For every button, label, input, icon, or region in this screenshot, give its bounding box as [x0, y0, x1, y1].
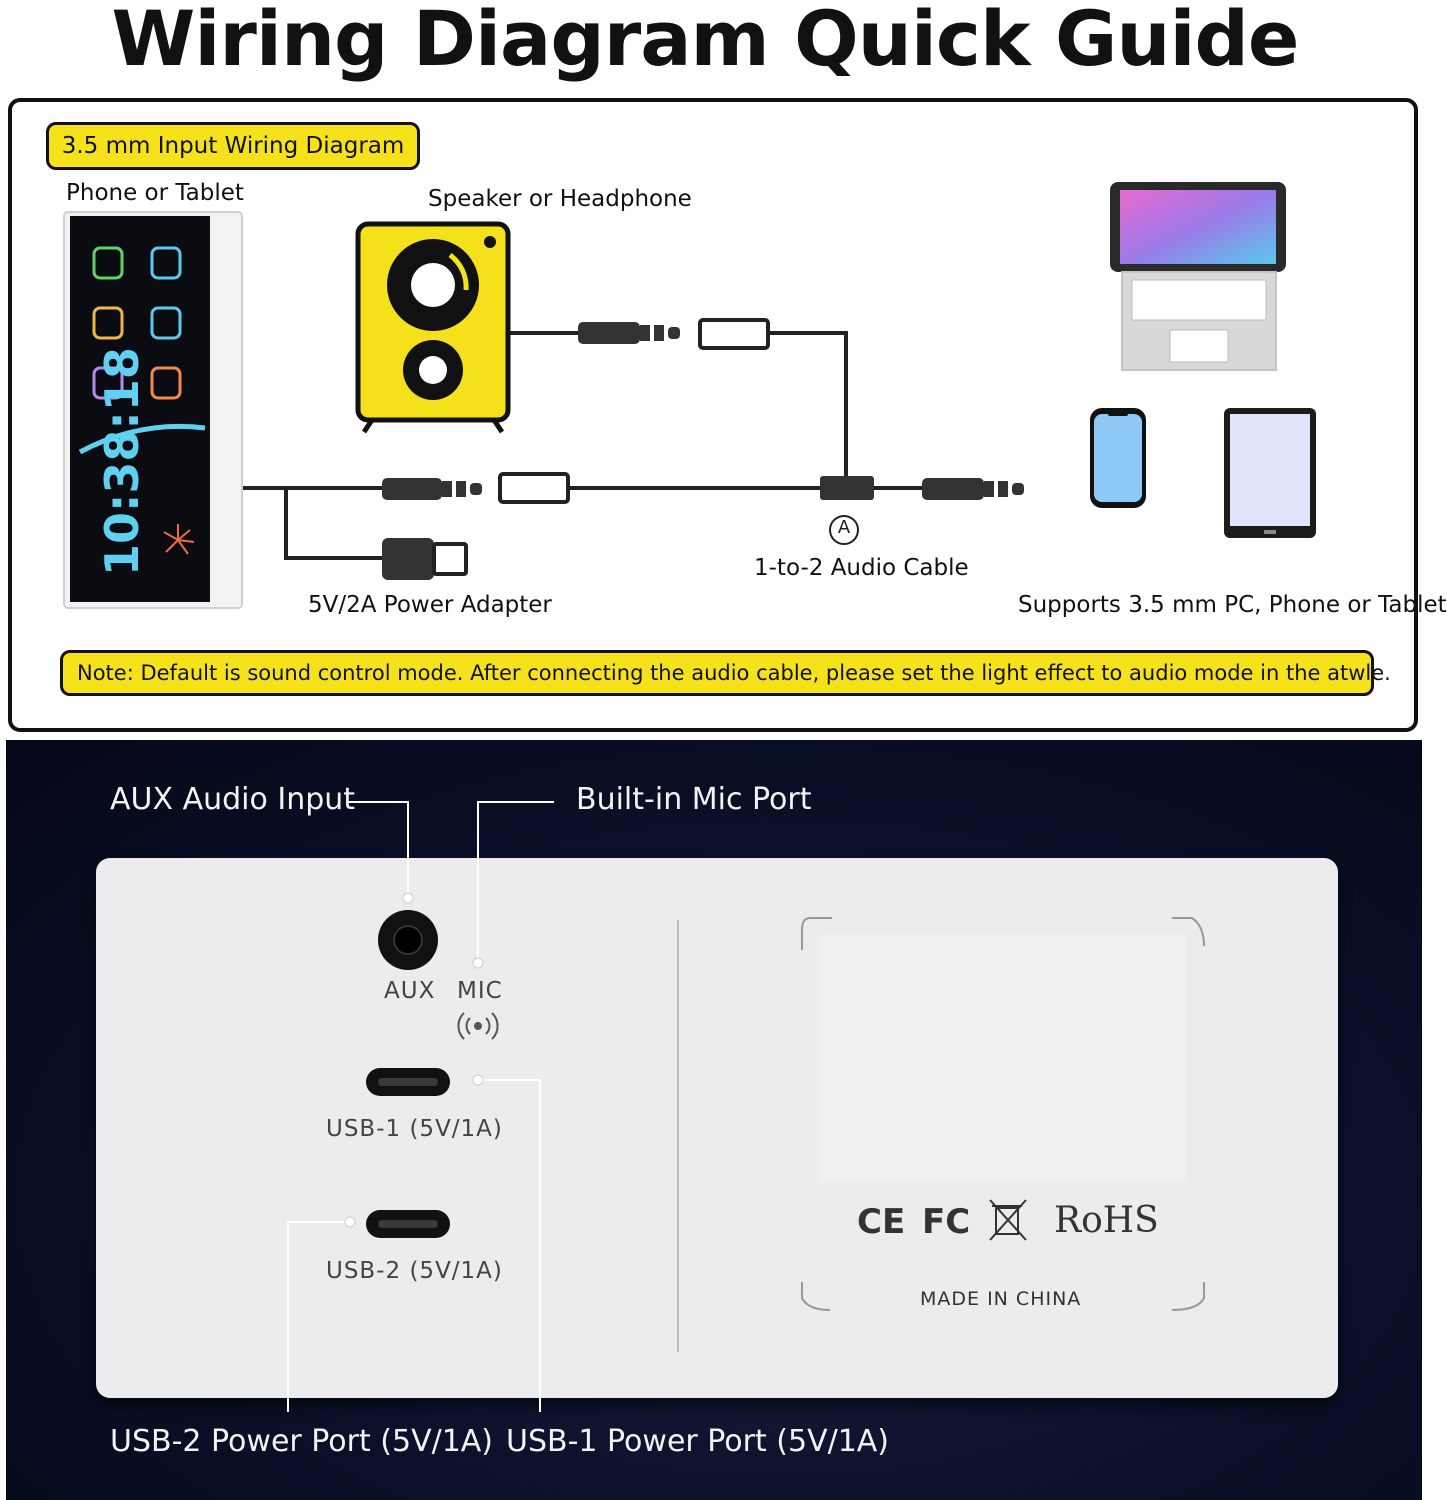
note-bar: Note: Default is sound control mode. Aft… — [60, 650, 1391, 696]
aux-jack — [378, 910, 438, 970]
rohs-mark: RoHS — [1054, 1200, 1159, 1241]
usb-1-port-label: USB-1 (5V/1A) — [326, 1116, 503, 1142]
splitter-junction — [820, 476, 874, 500]
aux-audio-input-label: AUX Audio Input — [110, 782, 356, 817]
weee-bin-icon — [989, 1199, 1027, 1241]
fcc-mark: FC — [922, 1202, 971, 1242]
phone-output-plug — [382, 478, 482, 500]
cable-output-plug — [922, 478, 1024, 500]
made-in-china-label: MADE IN CHINA — [920, 1288, 1082, 1310]
laptop-icon — [1110, 182, 1286, 371]
speaker-label: Speaker or Headphone — [428, 186, 692, 212]
app-icons — [92, 246, 182, 400]
usb-1-port — [366, 1068, 450, 1096]
splitter-jack-socket — [498, 472, 570, 504]
phone-or-tablet-label: Phone or Tablet — [66, 180, 244, 206]
firework-icon — [163, 524, 195, 555]
aux-port-label: AUX — [384, 978, 436, 1004]
usb-2-port-label: USB-2 (5V/1A) — [326, 1258, 503, 1284]
speaker-icon — [355, 221, 511, 434]
usb-1-power-port-label: USB-1 Power Port (5V/1A) — [506, 1424, 890, 1459]
section-tag: 3.5 mm Input Wiring Diagram — [46, 122, 420, 170]
speaker-plug — [578, 322, 680, 344]
usb-2-power-port-label: USB-2 Power Port (5V/1A) — [110, 1424, 494, 1459]
phone-tablet-device — [63, 211, 243, 609]
audio-cable-label: 1-to-2 Audio Cable — [754, 555, 969, 581]
callout-lines — [287, 801, 554, 1412]
mic-signal-icon — [457, 1012, 499, 1040]
power-adapter-label: 5V/2A Power Adapter — [308, 592, 552, 618]
label-area — [820, 934, 1186, 1182]
tablet-icon — [1224, 408, 1316, 538]
mic-port-label: MIC — [457, 978, 503, 1004]
wiring-diagram-graphics — [63, 182, 1316, 609]
smartphone-icon — [1090, 408, 1146, 508]
speaker-jack-socket — [698, 318, 770, 350]
audio-cables — [240, 331, 922, 560]
page-title: Wiring Diagram Quick Guide — [111, 0, 1300, 83]
supports-label: Supports 3.5 mm PC, Phone or Tablet — [1018, 592, 1447, 618]
usb-2-port — [366, 1210, 450, 1238]
power-adapter-plug — [382, 538, 468, 580]
cable-marker-circle — [829, 515, 859, 545]
built-in-mic-port-label: Built-in Mic Port — [576, 782, 812, 817]
ce-mark: CE — [857, 1202, 906, 1242]
label-area-corners — [801, 917, 1205, 1311]
cable-marker-letter: A — [837, 517, 851, 538]
